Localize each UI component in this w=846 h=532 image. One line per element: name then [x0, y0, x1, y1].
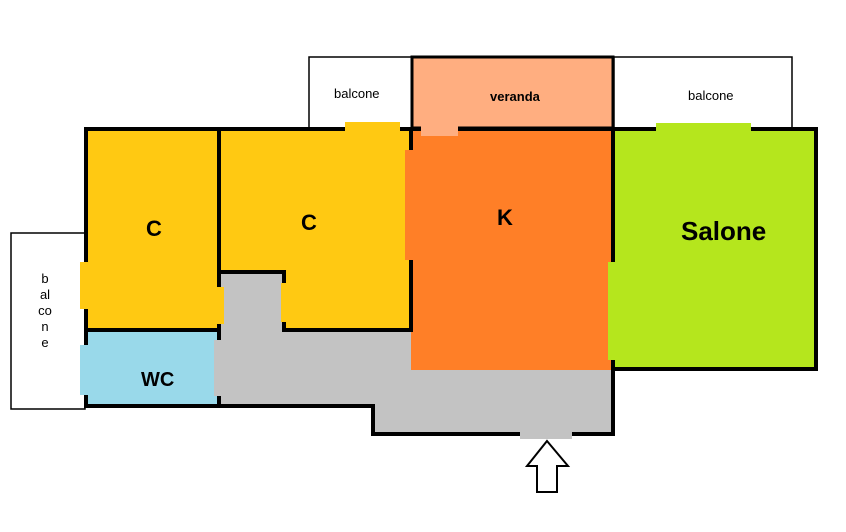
living-room-label: Salone [681, 216, 767, 246]
bedroom-1-label: C [146, 216, 162, 241]
balcony-left [10, 232, 86, 410]
bedroom-1-area [86, 129, 219, 330]
bedroom-2-label: C [301, 210, 317, 235]
veranda-area [412, 57, 613, 128]
arrow-up-icon [524, 439, 571, 493]
balcony-top-right [613, 56, 793, 129]
balcony-top-right-label: balcone [688, 88, 734, 103]
veranda-label: veranda [490, 89, 540, 104]
balcony-left-label: balcone [38, 271, 52, 350]
bathroom-area [86, 330, 219, 406]
kitchen-label: K [497, 205, 513, 230]
balcony-top-middle [308, 56, 413, 129]
living-room-area [613, 129, 816, 369]
openings [80, 122, 751, 439]
kitchen-area [411, 129, 613, 370]
bedroom-2-area [219, 129, 411, 330]
bathroom-label: WC [141, 369, 175, 391]
balcony-top-middle-label: balcone [334, 86, 380, 101]
hallway-area [219, 272, 612, 434]
